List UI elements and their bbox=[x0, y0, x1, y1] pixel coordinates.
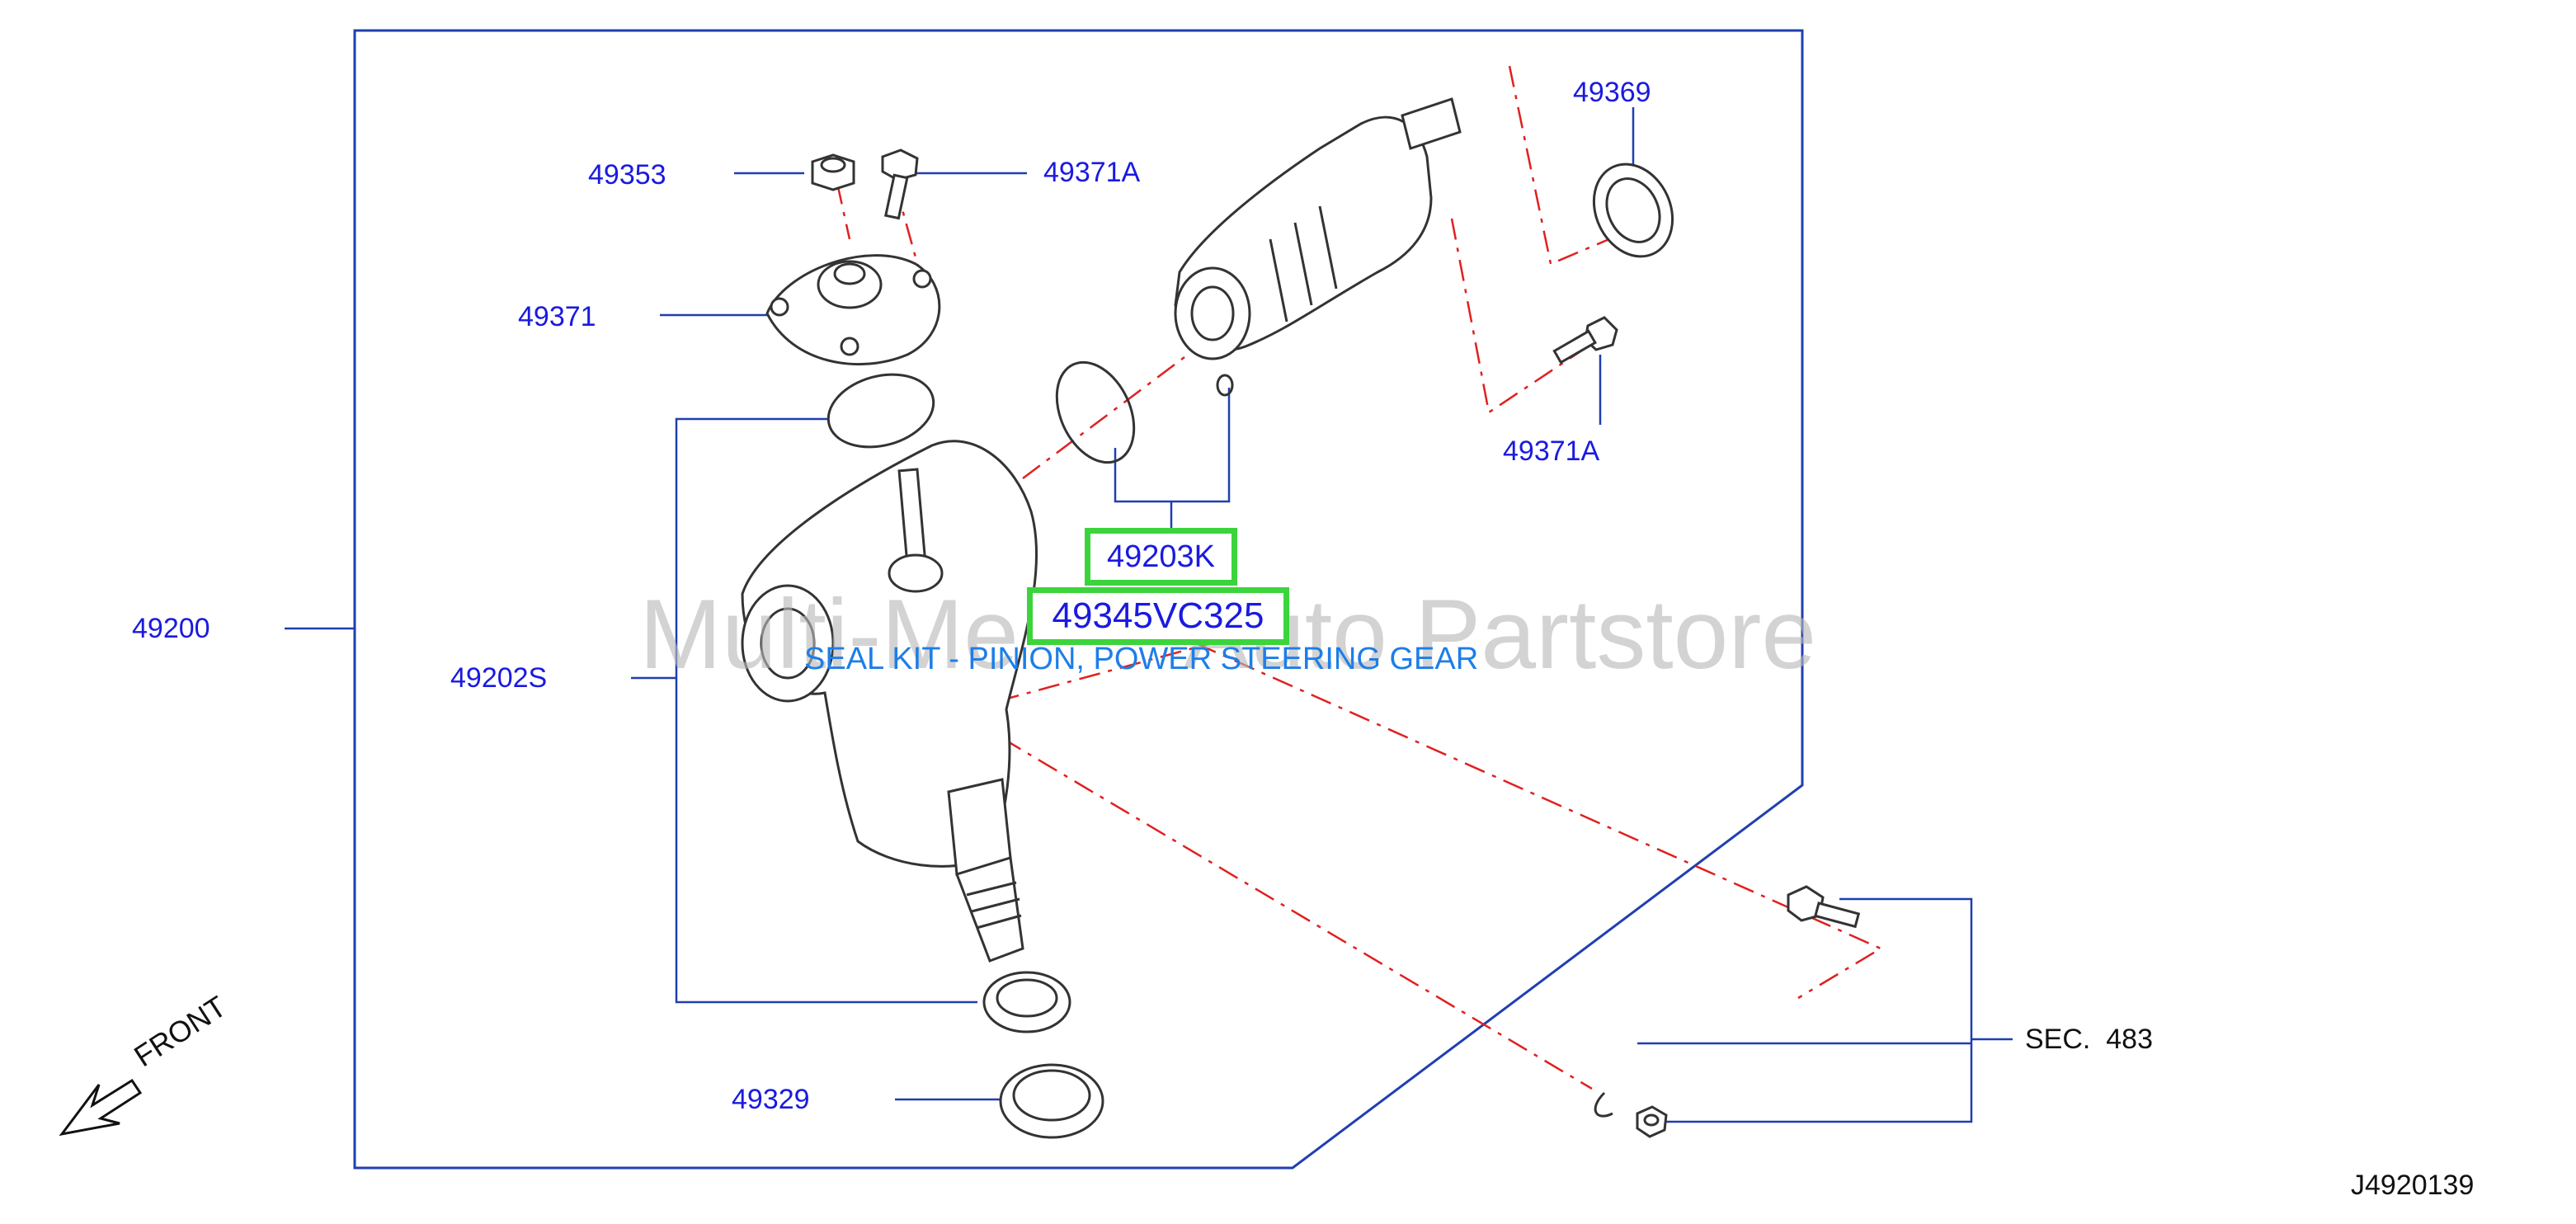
o-ring-small bbox=[1216, 374, 1234, 397]
seal-kit-description: SEAL KIT - PINION, POWER STEERING GEAR bbox=[804, 642, 1479, 676]
valve-housing bbox=[1174, 97, 1462, 360]
label-49371a-top[interactable]: 49371A bbox=[1043, 157, 1141, 188]
front-arrow-icon bbox=[59, 1078, 143, 1137]
label-49200[interactable]: 49200 bbox=[132, 613, 210, 644]
parts-art bbox=[59, 97, 1861, 1139]
gasket-ring bbox=[826, 373, 935, 449]
diagram-code: J4920139 bbox=[2351, 1170, 2475, 1201]
highlight-49345vc325[interactable]: 49345VC325 bbox=[1027, 587, 1289, 645]
dust-boot-49329 bbox=[999, 1063, 1104, 1139]
label-49369[interactable]: 49369 bbox=[1573, 77, 1651, 108]
hex-nut bbox=[1636, 1105, 1668, 1138]
label-49202s[interactable]: 49202S bbox=[450, 662, 548, 694]
cover-49371 bbox=[765, 254, 941, 365]
part-49345vc325[interactable]: 49345VC325 bbox=[1052, 596, 1264, 636]
bolt-49371a-right bbox=[1552, 316, 1618, 365]
part-49203k[interactable]: 49203K bbox=[1106, 539, 1215, 574]
seal-49369 bbox=[1592, 162, 1674, 258]
highlight-49203k[interactable]: 49203K bbox=[1085, 528, 1237, 586]
nut-49353 bbox=[811, 153, 855, 191]
assembly-frame bbox=[353, 29, 1804, 1170]
gear-housing-49202s bbox=[741, 440, 1038, 963]
label-49371a-right[interactable]: 49371A bbox=[1503, 435, 1600, 467]
label-49371[interactable]: 49371 bbox=[518, 301, 596, 332]
bolt-49371a-top bbox=[881, 148, 919, 220]
label-49329[interactable]: 49329 bbox=[732, 1084, 810, 1115]
section-ref[interactable]: SEC. 483 bbox=[2025, 1024, 2153, 1055]
seal-ring-lower bbox=[982, 971, 1071, 1033]
snap-ring bbox=[1594, 1091, 1613, 1118]
label-49353[interactable]: 49353 bbox=[588, 159, 666, 191]
flange-bolt bbox=[1787, 885, 1861, 929]
o-ring-large bbox=[1055, 360, 1136, 464]
